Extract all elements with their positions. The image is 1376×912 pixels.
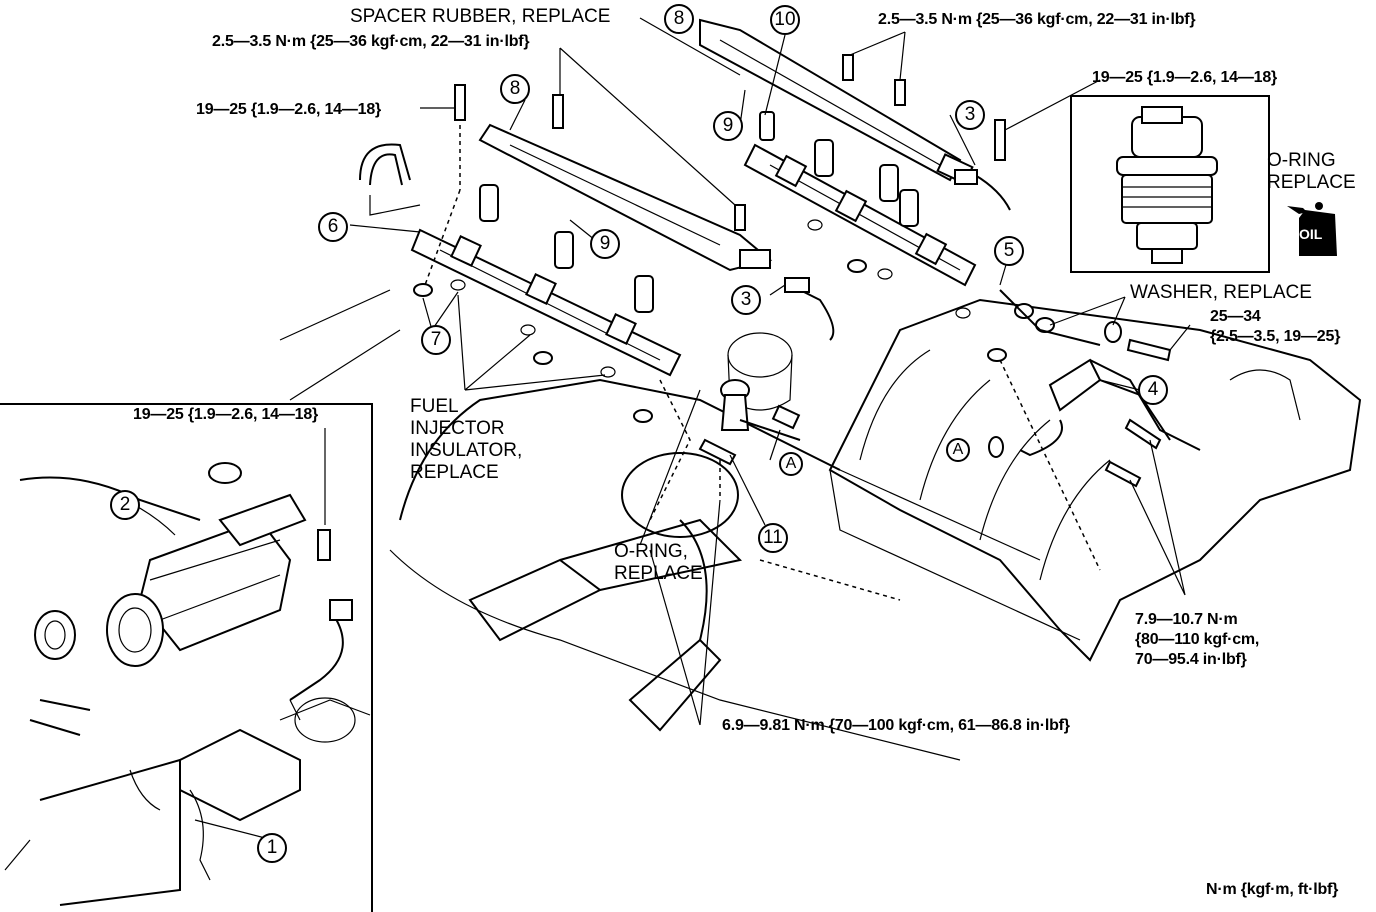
inset-air-cleaner bbox=[4, 428, 371, 906]
spacer-rubber-label: SPACER RUBBER, REPLACE bbox=[350, 6, 611, 27]
callout-2: 2 bbox=[110, 490, 140, 520]
injector-detail-drawing bbox=[1116, 106, 1218, 264]
callout-10: 10 bbox=[770, 5, 800, 35]
washer-replace-label: WASHER, REPLACE bbox=[1130, 282, 1312, 303]
callout-a-left: A bbox=[779, 452, 803, 476]
oring-replace-detail-label: O-RING REPLACE bbox=[1267, 150, 1356, 193]
units-legend: N·m {kgf·m, ft·lbf} bbox=[1206, 881, 1339, 898]
callout-3-upper: 3 bbox=[955, 100, 985, 130]
oring-replace-main-label: O-RING, REPLACE bbox=[614, 541, 703, 584]
air-cleaner-inset-frame bbox=[0, 403, 373, 912]
fuel-injectors bbox=[479, 111, 919, 313]
torque-bolt-left-label: 19—25 {1.9—2.6, 14—18} bbox=[196, 101, 382, 118]
callout-9-lower: 9 bbox=[590, 229, 620, 259]
callout-8-lower: 8 bbox=[500, 74, 530, 104]
oil-label: OIL bbox=[1299, 226, 1323, 242]
callout-5: 5 bbox=[994, 236, 1024, 266]
injector-detail-box bbox=[1070, 95, 1270, 273]
callout-6: 6 bbox=[318, 212, 348, 242]
callout-8-upper: 8 bbox=[664, 4, 694, 34]
assembly-lines bbox=[369, 125, 1101, 601]
pressure-regulator bbox=[720, 289, 1201, 457]
callout-7: 7 bbox=[421, 325, 451, 355]
torque-bolt-right-label: 19—25 {1.9—2.6, 14—18} bbox=[1092, 69, 1278, 86]
callout-9-upper: 9 bbox=[713, 111, 743, 141]
torque-manifold-label: 7.9—10.7 N·m {80—110 kgf·cm, 70—95.4 in·… bbox=[1135, 611, 1260, 668]
torque-inset-label: 19—25 {1.9—2.6, 14—18} bbox=[133, 406, 319, 423]
fuel-rail-upper bbox=[743, 143, 977, 287]
callout-1: 1 bbox=[257, 833, 287, 863]
torque-top-left-label: 2.5—3.5 N·m {25—36 kgf·cm, 22—31 in·lbf} bbox=[212, 33, 530, 50]
injector-harness-right bbox=[699, 18, 974, 185]
oil-can-icon: OIL bbox=[1285, 200, 1345, 260]
cylinder-head bbox=[279, 289, 961, 761]
callout-4: 4 bbox=[1138, 375, 1168, 405]
leader-lines bbox=[349, 17, 1256, 726]
intake-manifold bbox=[828, 298, 1362, 662]
callout-a-right: A bbox=[946, 438, 970, 462]
callout-3-lower: 3 bbox=[731, 285, 761, 315]
callout-11: 11 bbox=[758, 523, 788, 553]
torque-pressure-regulator-label: 6.9—9.81 N·m {70—100 kgf·cm, 61—86.8 in·… bbox=[722, 717, 1070, 734]
insulators bbox=[413, 219, 1122, 458]
injector-harness-left bbox=[478, 123, 773, 272]
fuel-rail-lower bbox=[410, 228, 682, 377]
fuel-injector-insulator-label: FUEL INJECTOR INSULATOR, REPLACE bbox=[410, 396, 523, 483]
bolts bbox=[317, 54, 1172, 561]
torque-top-right-label: 2.5—3.5 N·m {25—36 kgf·cm, 22—31 in·lbf} bbox=[878, 11, 1196, 28]
torque-washer-label: 25—34 {2.5—3.5, 19—25} bbox=[1210, 308, 1341, 345]
harness-hose bbox=[359, 143, 1011, 341]
